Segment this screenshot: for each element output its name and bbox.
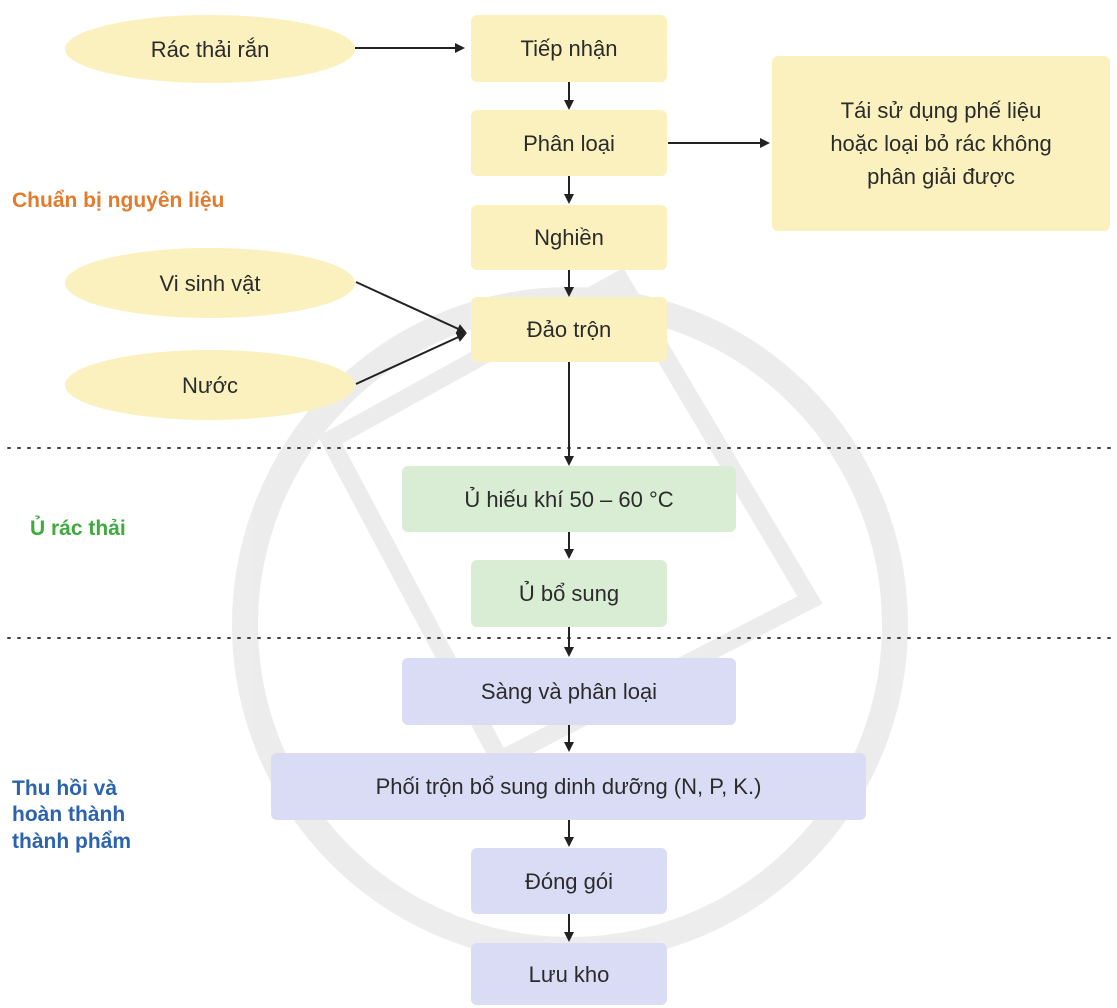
step-mix: Đảo trộn: [471, 297, 667, 362]
step-nutrient-blending: Phối trộn bổ sung dinh dưỡng (N, P, K.): [271, 753, 866, 820]
step-screen-classify: Sàng và phân loại: [402, 658, 736, 725]
side-output-box: Tái sử dụng phế liệu hoặc loại bỏ rác kh…: [772, 56, 1110, 231]
step-aerobic-composting: Ủ hiếu khí 50 – 60 °C: [402, 466, 736, 532]
section-label-composting: Ủ rác thải: [30, 517, 126, 540]
input-water: Nước: [65, 350, 355, 420]
arrow-microbes-to-mix: [355, 281, 467, 334]
input-microbes: Vi sinh vật: [65, 248, 355, 318]
arrow-water-to-mix: [355, 332, 467, 385]
step-receive: Tiếp nhận: [471, 15, 667, 82]
section-label-preparation: Chuẩn bị nguyên liệu: [12, 189, 225, 212]
step-storage: Lưu kho: [471, 943, 667, 1005]
step-grind: Nghiền: [471, 205, 667, 270]
section-label-finishing: Thu hồi và hoàn thành thành phẩm: [12, 777, 131, 853]
step-classify: Phân loại: [471, 110, 667, 176]
step-packaging: Đóng gói: [471, 848, 667, 914]
step-supplementary-composting: Ủ bổ sung: [471, 560, 667, 627]
input-solid-waste: Rác thải rắn: [65, 15, 355, 83]
